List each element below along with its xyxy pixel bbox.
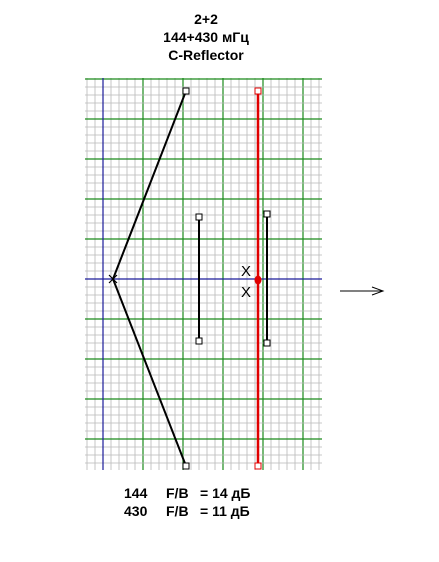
result-value: = 14 дБ (200, 485, 251, 501)
endpoint-marker (195, 213, 203, 221)
diagram-title: 2+2 144+430 мГц C-Reflector (0, 10, 412, 64)
endpoint-marker (182, 87, 190, 95)
endpoint-marker (195, 337, 203, 345)
title-frequencies: 144+430 мГц (163, 29, 249, 45)
endpoint-marker (182, 462, 190, 470)
result-frequency: 430 (124, 503, 148, 519)
reflector-endpoints (254, 87, 262, 470)
title-band-count: 2+2 (194, 11, 218, 27)
grid (85, 78, 322, 470)
result-row-144: 144 F/B = 14 дБ (124, 484, 250, 502)
marker-lower: X (241, 284, 251, 301)
marker-upper: X (241, 263, 251, 280)
endpoint-marker (254, 462, 262, 470)
direction-arrow-icon (340, 286, 385, 296)
element-endpoints (182, 87, 271, 470)
result-metric: F/B (166, 503, 189, 519)
feed-point (254, 275, 262, 285)
v-apex-cross (108, 274, 118, 284)
title-antenna-type: C-Reflector (168, 47, 244, 63)
result-row-430: 430 F/B = 11 дБ (124, 502, 250, 520)
result-value: = 11 дБ (200, 503, 250, 519)
endpoint-marker (263, 210, 271, 218)
result-metric: F/B (166, 485, 189, 501)
result-frequency: 144 (124, 485, 148, 501)
endpoint-marker (254, 87, 262, 95)
antenna-layout-diagram: X X (85, 78, 385, 470)
endpoint-marker (263, 339, 271, 347)
